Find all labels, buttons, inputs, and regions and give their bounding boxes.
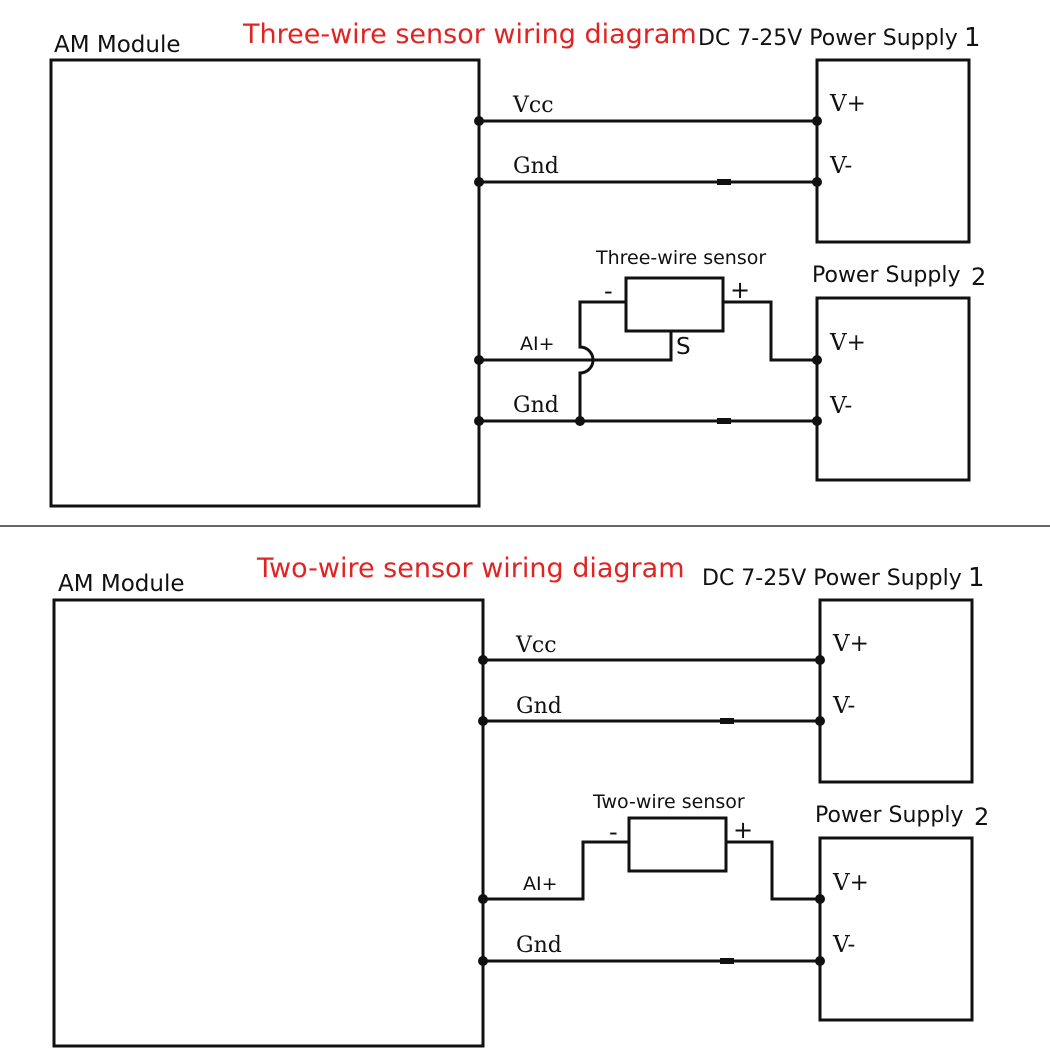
power-supply-2-box	[815, 296, 971, 482]
gnd-wire-1-label: Gnd	[513, 154, 559, 179]
vcc-wire-label: Vcc	[515, 633, 557, 658]
gnd-wire-2-label: Gnd	[513, 393, 559, 418]
supply-1-vplus-label: V+	[832, 631, 869, 657]
power-supply-1-number: 1	[968, 563, 985, 593]
gnd-1-terminal-dot	[478, 716, 488, 726]
diagram-title: Two-wire sensor wiring diagram	[256, 553, 685, 584]
supply-1-vminus-dot	[815, 716, 825, 726]
sensor-plus-wire	[723, 300, 817, 362]
sensor-minus-terminal: -	[609, 818, 618, 846]
ai-wire-label: AI+	[523, 873, 558, 895]
am-module-label: AM Module	[58, 571, 185, 597]
power-supply-1-box	[818, 598, 974, 784]
gnd-wire-2-label: Gnd	[516, 933, 562, 958]
supply-2-vplus-label: V+	[832, 870, 869, 896]
ai-terminal-dot	[474, 355, 484, 365]
power-supply-2-header: Power Supply	[812, 263, 960, 288]
ai-signal-wire	[483, 840, 629, 901]
three-wire-sensor-box	[624, 276, 725, 333]
two-wire-sensor-box	[627, 816, 728, 873]
am-module-box	[52, 598, 485, 1048]
supply-2-vplus-dot	[815, 894, 825, 904]
sensor-minus-terminal: -	[604, 277, 613, 305]
vcc-wire-label: Vcc	[512, 93, 554, 118]
sensor-plus-wire	[726, 840, 820, 901]
gnd-1-terminal-dot	[474, 177, 484, 187]
sensor-plus-terminal: +	[730, 276, 750, 304]
three-wire-sensor-label: Three-wire sensor	[595, 247, 766, 269]
supply-2-vminus-dot	[812, 416, 822, 426]
diagram-title: Three-wire sensor wiring diagram	[242, 19, 697, 50]
supply-1-vminus-label: V-	[829, 153, 852, 179]
power-supply-2-number: 2	[974, 803, 989, 831]
supply-1-vplus-dot	[815, 655, 825, 665]
gnd-2-terminal-dot	[478, 956, 488, 966]
supply-2-vplus-label: V+	[829, 330, 866, 356]
am-module-label: AM Module	[54, 32, 181, 58]
supply-1-vminus-dot	[812, 177, 822, 187]
ai-signal-wire	[479, 331, 673, 362]
supply-1-vminus-label: V-	[832, 693, 855, 719]
gnd-wire-1-label: Gnd	[516, 694, 562, 719]
two-wire-sensor-label: Two-wire sensor	[592, 791, 745, 813]
three-wire-diagram: AM Module Three-wire sensor wiring diagr…	[49, 19, 986, 508]
vcc-terminal-dot	[474, 116, 484, 126]
supply-1-vplus-dot	[812, 116, 822, 126]
power-supply-2-box	[818, 836, 974, 1022]
ai-wire-label: AI+	[520, 333, 555, 355]
supply-2-vminus-label: V-	[832, 932, 855, 958]
sensor-plus-terminal: +	[733, 816, 753, 844]
gnd-wire-1-marker	[720, 718, 734, 724]
ai-terminal-dot	[478, 894, 488, 904]
supply-2-vminus-label: V-	[829, 393, 852, 419]
power-supply-2-header: Power Supply	[815, 803, 963, 828]
power-supply-2-number: 2	[971, 263, 986, 291]
gnd-wire-2-marker	[717, 418, 731, 424]
supply-2-vplus-dot	[812, 355, 822, 365]
gnd-wire-1-marker	[717, 179, 731, 185]
gnd-2-terminal-dot	[474, 416, 484, 426]
power-supply-1-box	[815, 58, 971, 244]
supply-2-vminus-dot	[815, 956, 825, 966]
gnd-wire-2-marker	[720, 958, 734, 964]
supply-1-vplus-label: V+	[829, 91, 866, 117]
am-module-box	[49, 58, 481, 508]
power-supply-1-number: 1	[964, 23, 981, 53]
power-supply-1-header: DC 7-25V Power Supply	[702, 566, 962, 591]
two-wire-diagram: AM Module Two-wire sensor wiring diagram…	[52, 553, 989, 1048]
sensor-signal-terminal: S	[676, 334, 691, 360]
vcc-terminal-dot	[478, 655, 488, 665]
power-supply-1-header: DC 7-25V Power Supply	[698, 26, 958, 51]
